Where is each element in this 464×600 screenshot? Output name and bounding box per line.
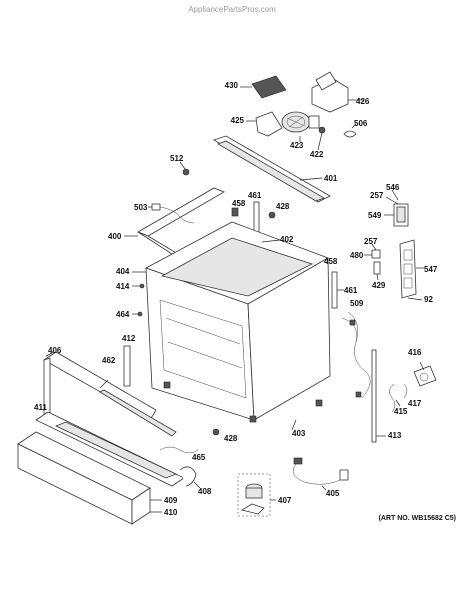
part-407-leg-kit <box>237 473 276 517</box>
part-413-rod <box>371 349 386 443</box>
part-547-housing <box>399 239 424 301</box>
callout-547: 547 <box>424 265 438 274</box>
callout-414: 414 <box>116 282 130 291</box>
callout-423: 423 <box>290 141 304 150</box>
part-406-side-trim <box>43 351 157 421</box>
callout-549: 549 <box>368 211 382 220</box>
part-409-410-base <box>17 431 162 525</box>
callout-416: 416 <box>408 348 422 357</box>
part-422-motor <box>317 126 326 151</box>
callout-462: 462 <box>102 356 116 365</box>
callout-409: 409 <box>164 496 178 505</box>
part-416-latch <box>413 361 437 387</box>
callout-410: 410 <box>164 508 178 517</box>
part-458-clip-a <box>231 207 239 217</box>
callout-546: 546 <box>386 183 400 192</box>
part-426-duct-bracket <box>311 71 364 113</box>
callout-425: 425 <box>231 116 245 125</box>
callout-415: 415 <box>394 407 408 416</box>
callout-401: 401 <box>324 174 338 183</box>
callout-465: 465 <box>192 453 206 462</box>
callout-509: 509 <box>350 299 364 308</box>
callout-411: 411 <box>34 403 47 412</box>
callout-422: 422 <box>310 150 324 159</box>
part-257-480-429-switch <box>364 243 381 281</box>
callout-412: 412 <box>122 334 136 343</box>
part-462-rod <box>99 379 177 437</box>
art-number: (ART NO. WB15682 C5) <box>379 515 456 522</box>
callout-461-b: 461 <box>344 286 358 295</box>
callout-430: 430 <box>225 81 239 90</box>
callout-405: 405 <box>326 489 340 498</box>
callout-406: 406 <box>48 346 62 355</box>
part-425-bracket <box>246 111 283 137</box>
callout-458-a: 458 <box>232 199 246 208</box>
part-464-screw <box>132 311 143 317</box>
part-549-panel <box>384 196 409 227</box>
callout-428-b: 428 <box>224 434 238 443</box>
part-512-screw <box>179 161 190 176</box>
callout-403: 403 <box>292 429 306 438</box>
callout-408: 408 <box>198 487 212 496</box>
callout-480: 480 <box>350 251 364 260</box>
part-503-switch <box>148 203 195 224</box>
part-403-cabinet <box>145 221 331 431</box>
callout-404: 404 <box>116 267 130 276</box>
callout-402: 402 <box>280 235 294 244</box>
part-428-screw-b <box>212 428 220 436</box>
callout-461-a: 461 <box>248 191 262 200</box>
callout-417: 417 <box>408 399 422 408</box>
part-430-grille <box>240 75 287 99</box>
part-408-bracket <box>179 466 201 489</box>
part-546-bracket <box>391 189 399 201</box>
callout-506: 506 <box>354 119 368 128</box>
part-412-bracket <box>123 345 131 387</box>
site-header: AppliancePartsPros.com <box>188 5 276 14</box>
part-423-blower <box>281 111 320 142</box>
callout-400: 400 <box>108 232 122 241</box>
part-428-screw-a <box>268 211 276 219</box>
callout-503: 503 <box>134 203 148 212</box>
callout-458-b: 458 <box>324 257 338 266</box>
callout-257-b: 257 <box>364 237 378 246</box>
callout-426: 426 <box>356 97 370 106</box>
callout-429: 429 <box>372 281 386 290</box>
callout-257-a: 257 <box>370 191 384 200</box>
part-465-wire <box>159 446 199 454</box>
callout-407: 407 <box>278 496 292 505</box>
part-415-417-spring <box>389 383 408 413</box>
part-506-clip <box>343 123 357 138</box>
callout-428-a: 428 <box>276 202 290 211</box>
callout-92: 92 <box>424 295 433 304</box>
part-401-vent-trim <box>213 135 331 203</box>
part-461-rail-b <box>331 271 344 309</box>
part-509-wire-harness <box>341 311 371 399</box>
part-414-screw <box>132 283 145 289</box>
callout-413: 413 <box>388 431 402 440</box>
part-402-panel <box>261 239 281 243</box>
callout-512: 512 <box>170 154 184 163</box>
part-405-power-cord <box>292 457 349 491</box>
callout-464: 464 <box>116 310 130 319</box>
